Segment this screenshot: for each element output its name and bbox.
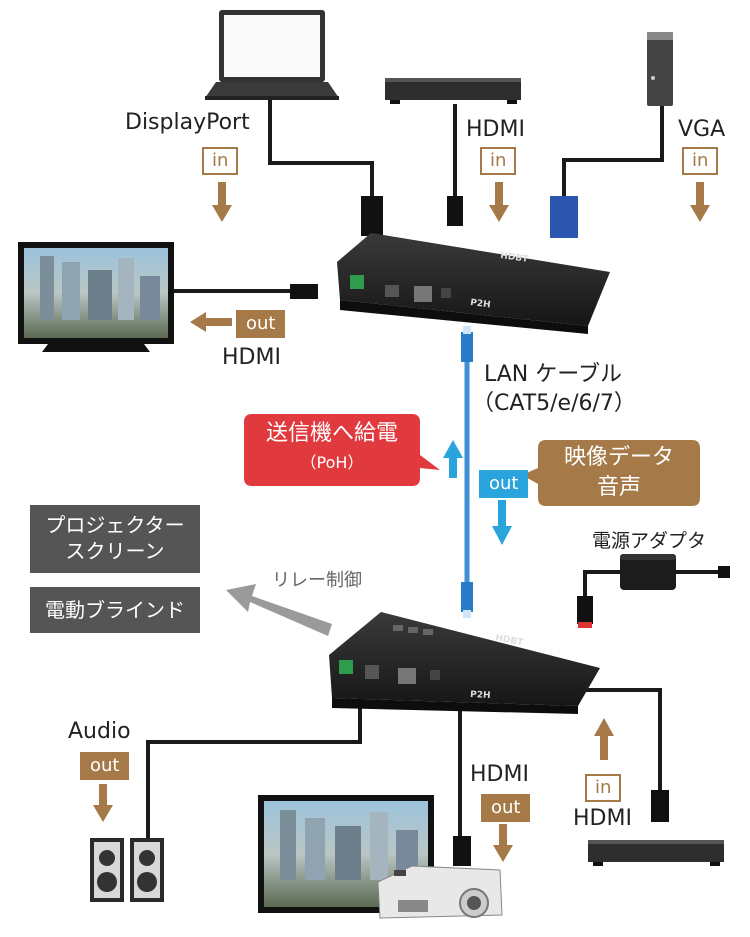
video-out-badge: out (479, 470, 529, 498)
hdmi-in-top-label: HDMI (466, 117, 525, 142)
monitor-icon (18, 242, 174, 352)
vga-cable (562, 102, 664, 200)
projector-screen-line2: スクリーン (65, 539, 165, 563)
relay-control-label: リレー制御 (272, 570, 362, 591)
displayport-label: DisplayPort (125, 110, 250, 135)
displayport-cable (268, 96, 374, 200)
displayport-in-arrow (212, 182, 232, 222)
hdmi-plug-projector (453, 836, 471, 866)
hdmi-in-bottom-label: HDMI (573, 806, 632, 831)
vga-in-arrow (690, 182, 710, 222)
electric-blind-box: 電動ブラインド (30, 587, 200, 633)
lan-cable-label: LAN ケーブル (484, 362, 622, 387)
hdmi-in-bottom-badge: in (585, 774, 622, 802)
receiver-front-logo: P2H (470, 690, 491, 701)
speakers-icon (90, 838, 164, 902)
adapter-cable (583, 570, 620, 596)
poh-callout-line2: （PoH） (300, 453, 364, 472)
hdmi-out-monitor-arrow (190, 312, 232, 332)
receiver-device: HDBT P2H (329, 612, 600, 714)
adapter-plug (577, 596, 593, 624)
arrows (93, 182, 710, 862)
vga-in-badge: in (682, 147, 719, 175)
vga-label: VGA (678, 117, 726, 142)
transmitter-device: HDBT P2H (337, 233, 610, 334)
power-adapter-label: 電源アダプタ (592, 530, 707, 552)
player-bottom-icon (588, 840, 724, 866)
video-callout-line1: 映像データ (563, 445, 674, 470)
transmitter-front-logo: P2H (470, 298, 491, 310)
hdmi-out-monitor-label: HDMI (222, 345, 281, 370)
hdmi-out-monitor-badge: out (236, 310, 286, 338)
hdmi-out-projector-badge: out (481, 794, 531, 822)
hdmi-plug-monitor (290, 284, 318, 299)
laptop-icon (205, 10, 339, 100)
hdmi-out-projector-arrow (493, 824, 513, 862)
audio-out-arrow (93, 784, 113, 822)
hdmi-in-bottom-cable (580, 688, 662, 793)
lan-cable (461, 326, 473, 618)
pc-tower-icon (647, 32, 673, 106)
hdmi-in-top-badge: in (480, 147, 517, 175)
poh-callout-line1: 送信機へ給電 (265, 421, 398, 446)
transmitter-logo: HDBT (500, 251, 530, 265)
displayport-in-badge: in (202, 147, 239, 175)
hdmi-in-arrow (489, 182, 509, 222)
audio-cable (146, 690, 362, 838)
projector-screen-line1: プロジェクター (45, 513, 185, 537)
relay-arrow (226, 584, 332, 636)
poh-arrow (443, 440, 463, 478)
video-callout-line2: 音声 (596, 475, 641, 500)
hdmi-plug-top (447, 196, 463, 226)
audio-out-badge: out (80, 752, 130, 780)
cables (146, 96, 720, 840)
vga-plug (550, 196, 578, 238)
projector-screen-box: プロジェクター スクリーン (30, 505, 200, 573)
power-plug (718, 566, 730, 578)
displayport-plug (361, 196, 383, 236)
hdmi-in-bottom-arrow (594, 718, 614, 760)
audio-label: Audio (68, 719, 131, 744)
power-adapter-icon (620, 554, 676, 590)
plugs (290, 196, 730, 866)
projector-icon (377, 865, 503, 919)
lan-cable-types-label: （CAT5/e/6/7） (472, 391, 636, 416)
player-top-icon (385, 78, 521, 104)
video-out-arrow (492, 500, 512, 545)
hdmi-out-projector-label: HDMI (470, 762, 529, 787)
hdmi-plug-bottom (651, 790, 669, 822)
